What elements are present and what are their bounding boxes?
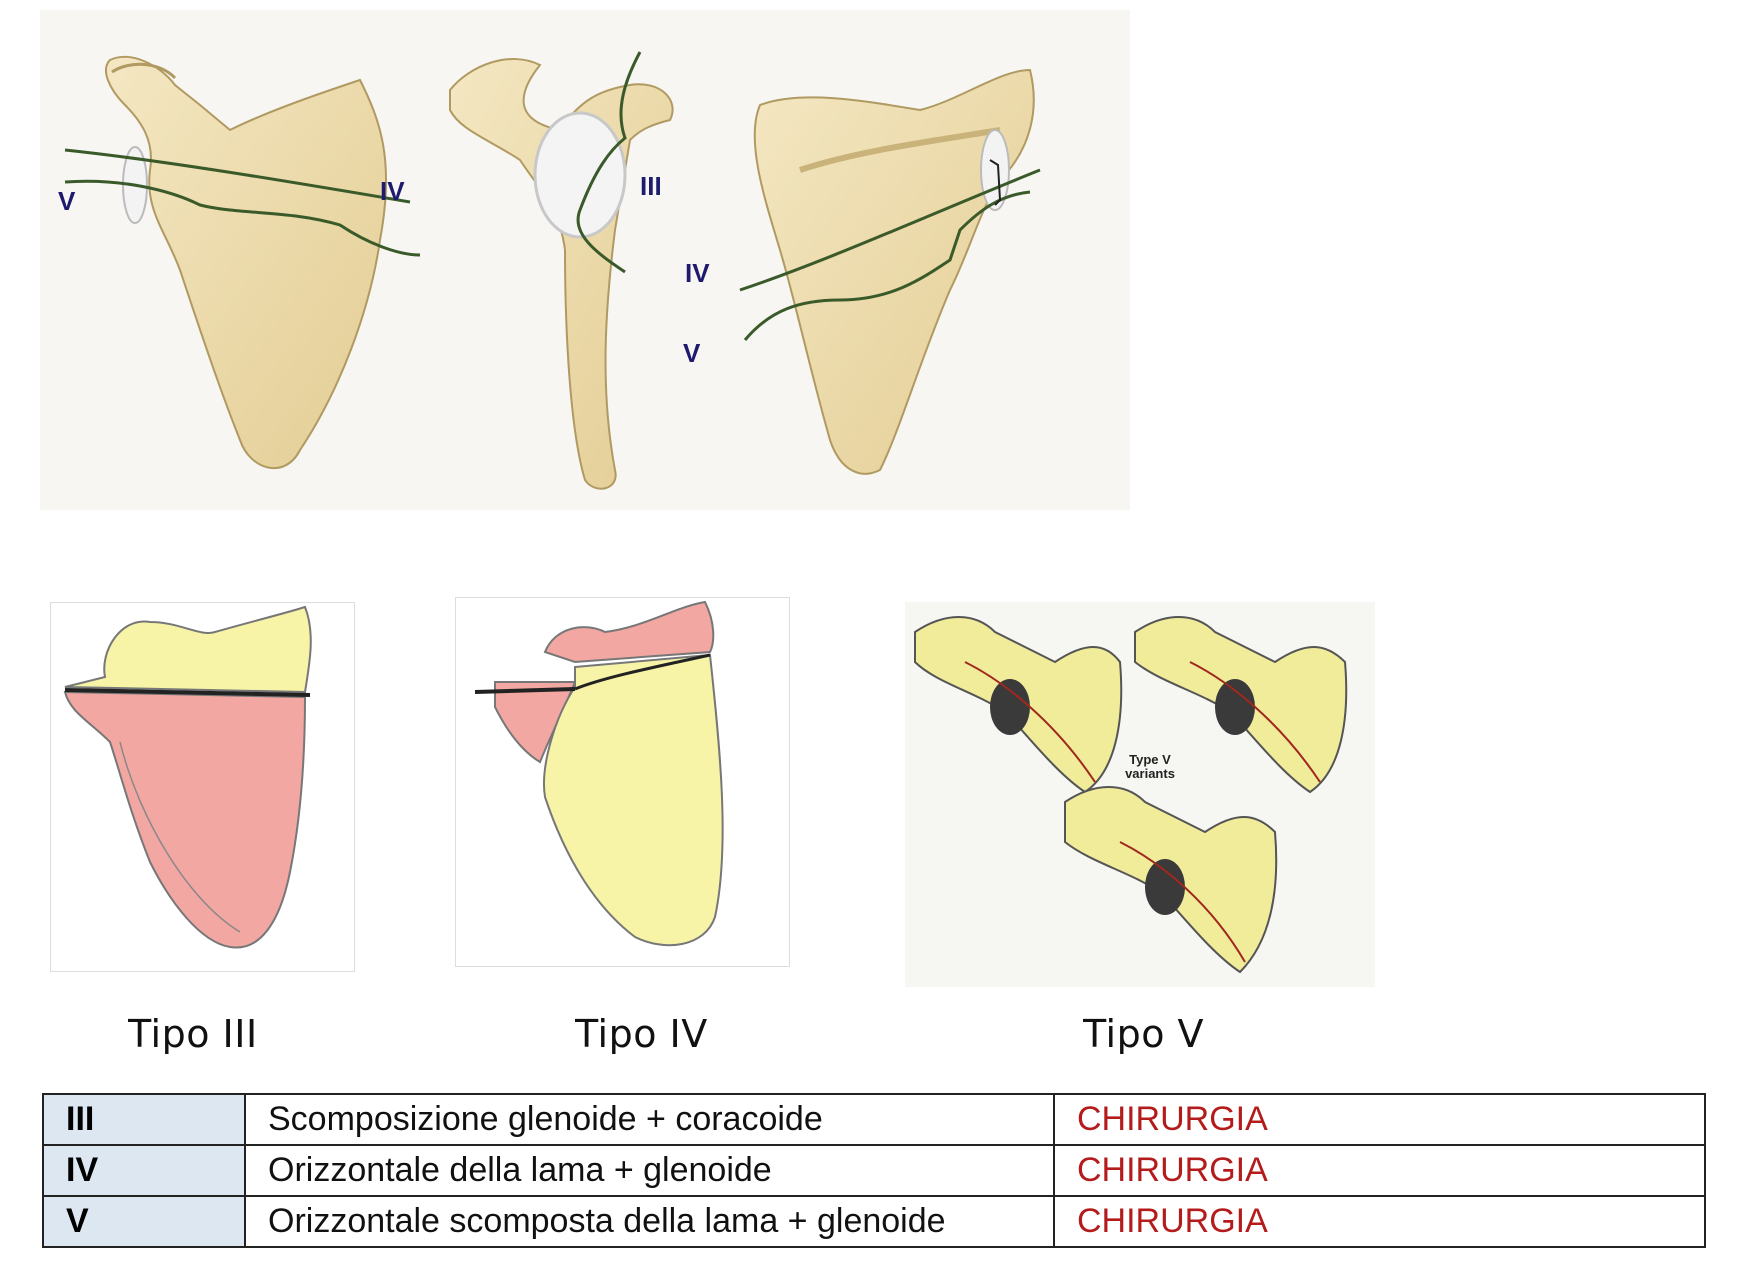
description-cell: Orizzontale della lama + glenoide [244,1144,1055,1197]
variant-3 [1064,786,1278,974]
caption-tipo-iii: Tipo III [128,1012,258,1054]
caption-tipo-v: Tipo V [1083,1012,1205,1054]
variants-label-line2: variants [1125,766,1175,781]
description-cell: Scomposizione glenoide + coracoide [244,1093,1055,1146]
variant-1 [914,616,1123,794]
label-v-right: V [683,338,701,368]
caption-tipo-iv: Tipo IV [575,1012,708,1054]
label-iv-left: IV [380,176,405,206]
scapula-views-illustration: V IV III IV V [40,10,1130,510]
tipo-iii-diagram [50,602,355,972]
label-iv-right: IV [685,258,710,288]
description-cell: Orizzontale scomposta della lama + gleno… [244,1195,1055,1248]
type-cell: V [42,1195,246,1248]
upper-fragment-yellow [64,605,312,694]
label-iii-middle: III [640,171,662,201]
classification-table: III Scomposizione glenoide + coracoide C… [42,1093,1706,1248]
type-cell: III [42,1093,246,1146]
top-anatomy-panel: V IV III IV V [40,10,1130,510]
table-row: IV Orizzontale della lama + glenoide CHI… [42,1144,1706,1197]
tipo-iv-diagram [455,597,790,967]
acromion-fragment-red [543,600,715,664]
variants-label-line1: Type V [1129,752,1171,767]
table-row: III Scomposizione glenoide + coracoide C… [42,1093,1706,1146]
tipo-v-diagram: Type V variants [905,602,1375,987]
label-v-left: V [58,186,76,216]
variant-2 [1134,616,1348,794]
table-row: V Orizzontale scomposta della lama + gle… [42,1195,1706,1248]
scapula-lateral-view [449,58,674,490]
treatment-cell: CHIRURGIA [1053,1195,1706,1248]
treatment-cell: CHIRURGIA [1053,1093,1706,1146]
fracture-lines [64,51,1041,341]
lower-fragment-red [63,690,307,949]
type-cell: IV [42,1144,246,1197]
treatment-cell: CHIRURGIA [1053,1144,1706,1197]
body-fragment-yellow [543,653,724,947]
